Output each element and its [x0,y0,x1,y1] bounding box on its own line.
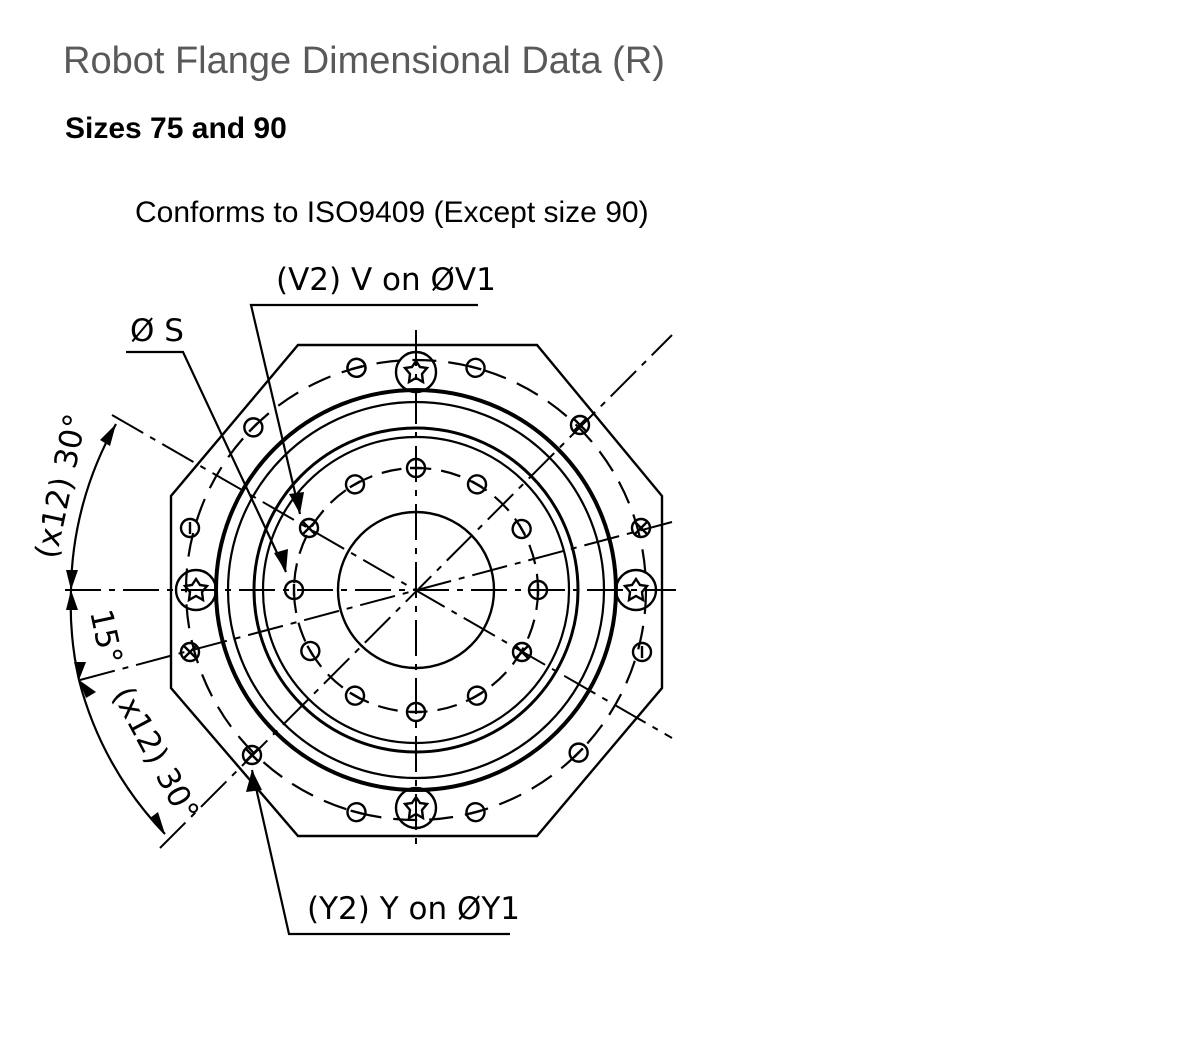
inner-hole [283,579,305,601]
inner-hole [511,518,532,540]
y-leader [250,769,510,936]
inner-hole [405,457,427,479]
v-leader [249,303,478,515]
inner-hole [344,685,366,706]
mounting-screws [174,350,658,830]
s-leader [126,350,287,573]
inner-hole-pattern [283,457,549,723]
dimension-arrowheads [66,424,165,834]
outer-hole [465,357,486,379]
outer-hole-pattern [179,357,653,823]
outer-hole [465,801,486,823]
inner-hole [466,685,488,706]
angle-upper-label: (x12) 30° [29,411,95,562]
outer-hole [243,417,264,438]
outer-hole [179,517,201,539]
page-title: Robot Flange Dimensional Data (R) [63,40,665,82]
outer-hole [346,801,367,823]
outer-hole [631,641,653,663]
inner-hole [344,474,366,495]
iso-note: Conforms to ISO9409 (Except size 90) [135,196,649,229]
torx-icon [182,576,210,603]
torx-icon [622,576,650,603]
angle-lower-label: (x12) 30° [105,681,206,828]
leader-lines [126,303,510,936]
v-hole-label: (V2) V on ØV1 [276,262,496,298]
flange-octagon-outline [169,343,664,838]
inner-hole [527,579,549,601]
inner-holes [283,457,549,723]
inner-hole [466,474,488,495]
s-hole-label: Ø S [130,313,184,349]
torx-icon [402,794,430,821]
outer-hole [568,742,589,763]
torx-icon [402,358,430,385]
y-holes [179,414,652,766]
inner-hole [405,701,427,723]
leader-arrowheads [246,492,304,792]
outer-holes [179,357,653,823]
angle-offset-label: 15° [82,606,129,667]
page-subtitle: Sizes 75 and 90 [65,112,287,145]
y-hole-label: (Y2) Y on ØY1 [307,891,520,927]
outer-hole [346,357,367,379]
inner-hole [300,640,321,662]
